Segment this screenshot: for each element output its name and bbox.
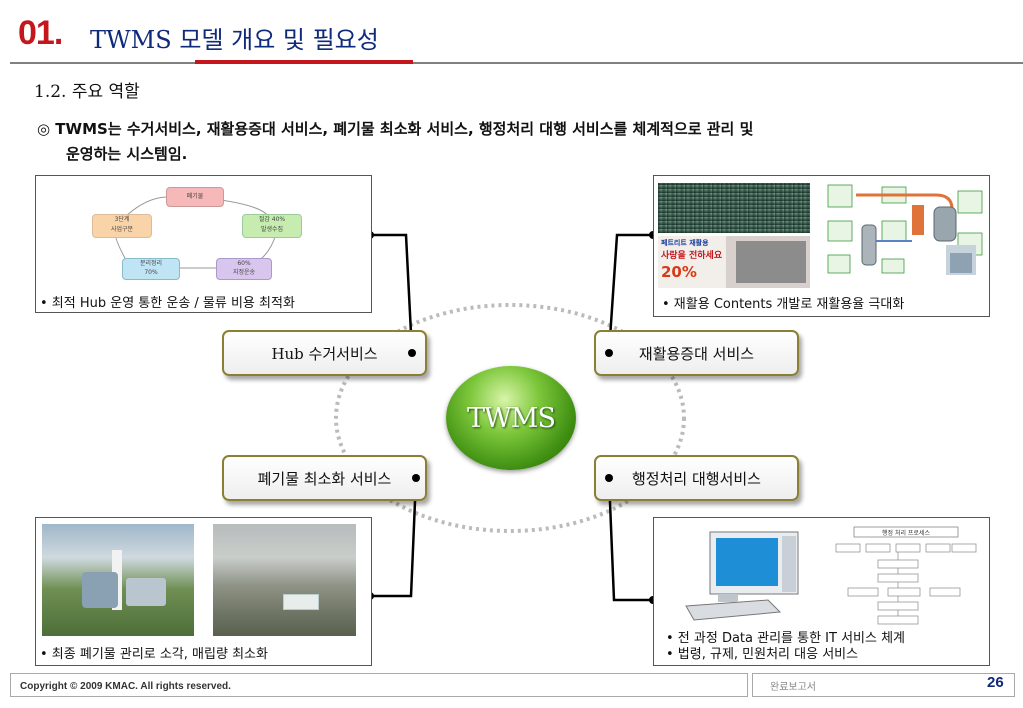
panel-recycling: 페트리트 재활용 사랑을 전하세요 20% • 재활용 Contents 개발로… xyxy=(653,175,990,317)
service-label: 재활용증대 서비스 xyxy=(638,344,755,363)
intro-text-line1: ◎ TWMS는 수거서비스, 재활용증대 서비스, 폐기물 최소화 서비스, 행… xyxy=(37,120,754,138)
footer-doc-label: 완료보고서 xyxy=(770,682,816,693)
service-label: 폐기물 최소화 서비스 xyxy=(257,469,392,488)
panel-waste-minimization: • 최종 폐기물 관리로 소각, 매립량 최소화 xyxy=(35,517,372,666)
cycle-node: 절감 40% 발생수집 xyxy=(242,214,302,238)
panel-caption: • 최종 폐기물 관리로 소각, 매립량 최소화 xyxy=(40,647,268,662)
connector-top-left xyxy=(370,233,414,354)
recycling-process-schematic xyxy=(826,181,984,286)
footer-right-box xyxy=(752,673,1015,697)
page-title: TWMS 모델 개요 및 필요성 xyxy=(90,26,379,54)
title-accent-bar xyxy=(195,60,413,64)
title-number: 01. xyxy=(18,14,63,52)
service-hub-collection[interactable]: Hub 수거서비스 xyxy=(222,330,427,376)
service-label: Hub 수거서비스 xyxy=(271,344,378,363)
cycle-node: 60% 지정운송 xyxy=(216,258,272,280)
service-waste-minimization[interactable]: 폐기물 최소화 서비스 xyxy=(222,455,427,501)
recycling-campaign-poster: 페트리트 재활용 사랑을 전하세요 20% xyxy=(658,236,810,288)
connector-bottom-left xyxy=(370,477,418,598)
service-admin-processing[interactable]: 행정처리 대행서비스 xyxy=(594,455,799,501)
incineration-facility-photo xyxy=(42,524,194,636)
hub-label: TWMS xyxy=(467,402,556,434)
flowchart-title: 행정 처리 프로세스 xyxy=(882,529,930,537)
section-heading: 1.2. 주요 역할 xyxy=(34,82,140,102)
cycle-node: 분리정리 70% xyxy=(122,258,180,280)
title-divider xyxy=(10,62,1023,64)
service-label: 행정처리 대행서비스 xyxy=(632,469,761,488)
connector-bottom-right xyxy=(607,477,653,602)
panel-hub-collection: 폐기물 절감 40% 발생수집 60% 지정운송 분리정리 70% 3단계 사업… xyxy=(35,175,372,313)
panel-caption: • 재활용 Contents 개발로 재활용율 극대화 xyxy=(662,297,905,312)
intro-text-line2: 운영하는 시스템임. xyxy=(66,145,188,163)
cycle-node: 폐기물 xyxy=(166,187,224,207)
twms-hub[interactable]: TWMS xyxy=(446,366,576,470)
dotted-ring xyxy=(334,303,686,533)
panel-caption: • 전 과정 Data 관리를 통한 IT 서비스 체계 • 법령, 규제, 민… xyxy=(666,631,906,662)
panel-admin-processing: 행정 처리 프로세스 • 전 과정 Data 관리를 통한 IT 서비스 체계 … xyxy=(653,517,990,666)
connector-top-right xyxy=(607,233,653,354)
panel-caption: • 최적 Hub 운영 통한 운송 / 물류 비용 최적화 xyxy=(40,296,295,311)
page-number: 26 xyxy=(987,674,1004,691)
cycle-node: 3단계 사업구분 xyxy=(92,214,152,238)
computer-icon xyxy=(685,531,799,621)
service-recycling-increase[interactable]: 재활용증대 서비스 xyxy=(594,330,799,376)
landfill-site-photo xyxy=(213,524,356,636)
admin-process-flowchart: 행정 처리 프로세스 xyxy=(835,526,977,625)
footer-copyright: Copyright © 2009 KMAC. All rights reserv… xyxy=(10,673,748,697)
recycling-contents-photo xyxy=(658,183,810,233)
